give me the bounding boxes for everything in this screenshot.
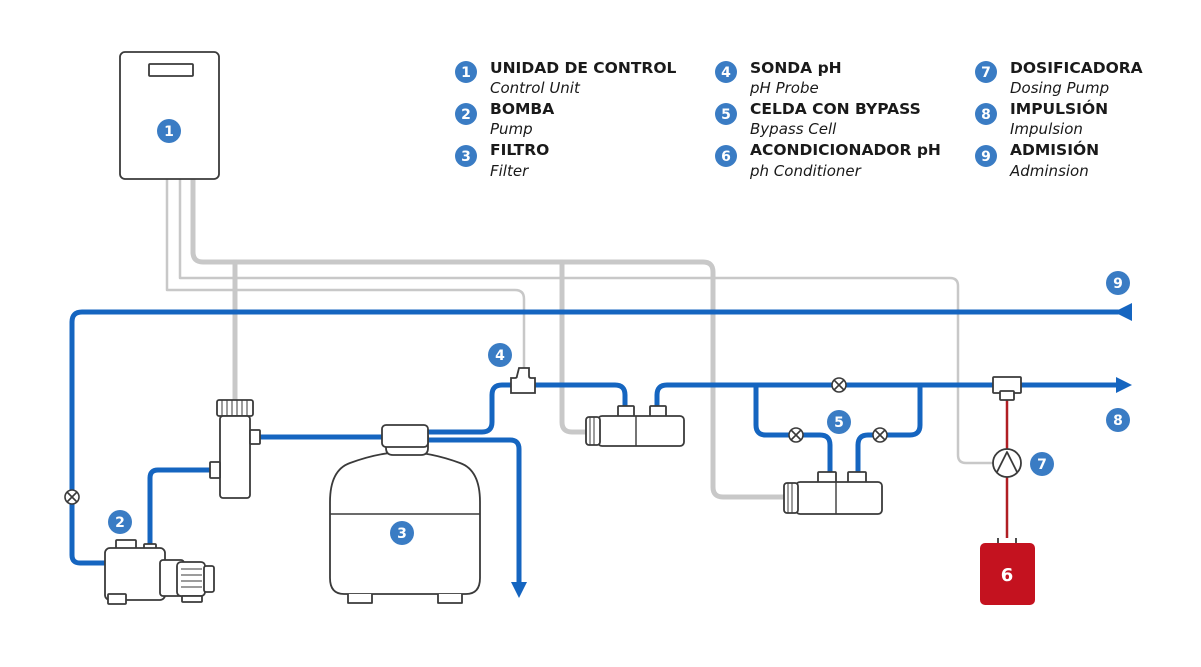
pump xyxy=(104,539,215,605)
legend-title: UNIDAD DE CONTROL xyxy=(490,59,677,77)
marker-ph-conditioner: 6 xyxy=(1001,565,1014,586)
marker-pump: 2 xyxy=(108,510,132,534)
legend-item-2: 2 BOMBA Pump xyxy=(455,100,554,138)
legend-item-7: 7 DOSIFICADORA Dosing Pump xyxy=(975,59,1143,97)
cable-to-ph-probe xyxy=(165,178,526,372)
flow-arrows xyxy=(511,303,1132,598)
svg-text:6: 6 xyxy=(1001,565,1014,586)
pump-to-valve-pipe xyxy=(147,467,217,549)
cable-to-cell-1 xyxy=(559,259,590,435)
legend-title: CELDA CON BYPASS xyxy=(750,100,921,118)
legend-title: IMPULSIÓN xyxy=(1010,99,1108,118)
waste-arrow xyxy=(511,582,527,598)
filter-valve xyxy=(209,399,261,499)
svg-text:5: 5 xyxy=(834,415,844,431)
legend-subtitle: Bypass Cell xyxy=(750,120,837,138)
legend-title: SONDA pH xyxy=(750,59,842,77)
svg-text:1: 1 xyxy=(164,124,174,140)
legend-item-5: 5 CELDA CON BYPASS Bypass Cell xyxy=(715,100,921,138)
marker-dosing-pump: 7 xyxy=(1030,452,1054,476)
legend-item-6: 6 ACONDICIONADOR pH ph Conditioner xyxy=(715,141,941,180)
legend-subtitle: Dosing Pump xyxy=(1010,79,1109,97)
filter-waste-pipe xyxy=(425,437,522,588)
svg-text:2: 2 xyxy=(115,515,125,531)
legend-subtitle: Filter xyxy=(490,162,529,180)
svg-text:3: 3 xyxy=(397,526,407,542)
probe-to-cell1-pipe xyxy=(532,382,628,411)
svg-text:6: 6 xyxy=(721,149,731,165)
svg-text:8: 8 xyxy=(981,107,991,123)
bypass-return-pipe xyxy=(855,382,923,477)
legend-subtitle: Impulsion xyxy=(1010,120,1083,138)
valves xyxy=(64,377,888,505)
valve-bypass-left xyxy=(788,427,804,443)
filter-to-probe-pipe xyxy=(425,382,514,435)
legend-subtitle: Control Unit xyxy=(490,79,581,97)
svg-text:1: 1 xyxy=(461,65,471,81)
marker-filter: 3 xyxy=(390,521,414,545)
legend-subtitle: ph Conditioner xyxy=(749,162,862,180)
cable-trunk xyxy=(190,177,789,500)
legend-item-3: 3 FILTRO Filter xyxy=(455,141,549,180)
impulsion-arrow xyxy=(1116,377,1132,393)
svg-text:8: 8 xyxy=(1113,413,1123,429)
valve-admission xyxy=(64,489,80,505)
ph-conditioner-tank xyxy=(980,538,1035,605)
filter-tank xyxy=(329,424,481,604)
marker-impulsion: 8 xyxy=(1106,408,1130,432)
svg-text:9: 9 xyxy=(981,149,991,165)
svg-text:9: 9 xyxy=(1113,276,1123,292)
admission-arrow xyxy=(1114,303,1132,321)
marker-bypass-cell: 5 xyxy=(827,410,851,434)
valve-main-line xyxy=(831,377,847,393)
legend-title: DOSIFICADORA xyxy=(1010,59,1143,77)
legend-title: ADMISIÓN xyxy=(1010,140,1099,159)
svg-text:7: 7 xyxy=(1037,457,1047,473)
legend-subtitle: pH Probe xyxy=(749,79,819,97)
legend-item-9: 9 ADMISIÓN Adminsion xyxy=(975,140,1099,180)
control-unit xyxy=(119,51,220,180)
cell1-to-impulsion-pipe xyxy=(654,382,1121,411)
svg-text:3: 3 xyxy=(461,149,471,165)
svg-text:2: 2 xyxy=(461,107,471,123)
valve-bypass-right xyxy=(872,427,888,443)
legend-item-1: 1 UNIDAD DE CONTROL Control Unit xyxy=(455,59,677,97)
legend-item-8: 8 IMPULSIÓN Impulsion xyxy=(975,99,1108,138)
legend-title: BOMBA xyxy=(490,100,554,118)
legend-title: ACONDICIONADOR pH xyxy=(750,141,941,159)
legend-subtitle: Adminsion xyxy=(1009,162,1089,180)
svg-text:4: 4 xyxy=(495,348,505,364)
legend: 1 UNIDAD DE CONTROL Control Unit 2 BOMBA… xyxy=(455,59,1143,180)
legend-item-4: 4 SONDA pH pH Probe xyxy=(715,59,842,97)
legend-title: FILTRO xyxy=(490,141,549,159)
control-unit-display xyxy=(148,63,194,77)
ph-probe-tee xyxy=(510,367,536,394)
cell-2 xyxy=(783,471,883,515)
admission-line xyxy=(69,309,1121,566)
cable-to-dosing-pump xyxy=(178,178,994,465)
legend-subtitle: Pump xyxy=(490,120,533,138)
dosing-injection-tee xyxy=(992,376,1022,401)
water-pipes xyxy=(69,309,1121,588)
svg-text:5: 5 xyxy=(721,107,731,123)
dosing-pump xyxy=(992,448,1022,478)
marker-admission: 9 xyxy=(1106,271,1130,295)
control-cables xyxy=(165,177,994,500)
cell-1 xyxy=(585,405,685,447)
svg-text:4: 4 xyxy=(721,65,731,81)
marker-control-unit: 1 xyxy=(157,119,181,143)
marker-ph-probe: 4 xyxy=(488,343,512,367)
svg-text:7: 7 xyxy=(981,65,991,81)
